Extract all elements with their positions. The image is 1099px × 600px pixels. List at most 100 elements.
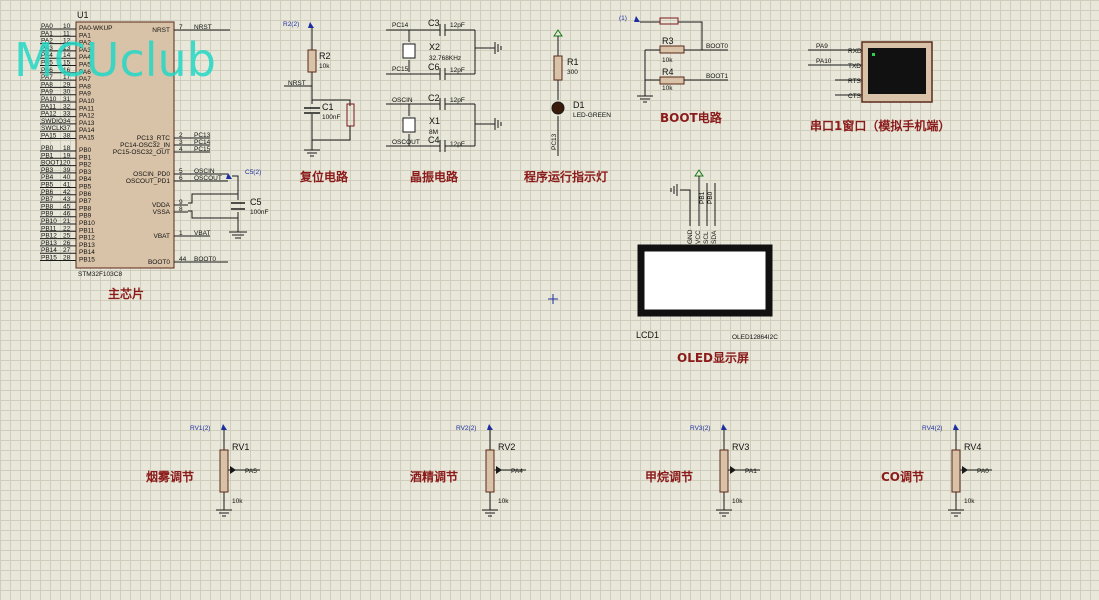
pot-body[interactable] xyxy=(719,449,729,493)
oled-screen[interactable] xyxy=(637,244,773,317)
pot-ground-icon xyxy=(948,509,964,517)
mcu-pin-net: PA0 xyxy=(41,23,53,30)
pot-title: 酒精调节 xyxy=(410,469,458,484)
pot-net: PA1 xyxy=(745,468,757,475)
reset-button[interactable] xyxy=(346,103,355,127)
pot-body[interactable] xyxy=(219,449,229,493)
reset-wires-bottom xyxy=(311,114,351,150)
r2-resistor[interactable] xyxy=(307,49,317,73)
c5-probe-icon xyxy=(226,173,232,179)
x2-crystal[interactable] xyxy=(402,43,416,59)
r1-resistor[interactable] xyxy=(553,55,563,81)
mcu-title: 主芯片 xyxy=(108,286,144,301)
pot-probe: RV2(2) xyxy=(456,425,476,432)
reset-circuit[interactable]: R2(2) R2 10k NRST C1 100nF 复位电路 xyxy=(283,21,355,184)
mcu-pin-number: 4 xyxy=(179,146,183,153)
mcu-pin-number: 31 xyxy=(63,96,71,103)
pot-ground-icon xyxy=(716,509,732,517)
mcu-pin-name: PB1 xyxy=(79,154,92,161)
mcu-pin-net: PA6 xyxy=(41,67,53,74)
d1-led[interactable] xyxy=(551,101,565,115)
mcu-pin-net: OSCOUT xyxy=(194,175,222,182)
mcu-pin-number: 21 xyxy=(63,218,71,225)
pot-ref: RV3 xyxy=(732,442,749,452)
c4-ref: C4 xyxy=(428,135,440,145)
uart-pin-label: CTS xyxy=(848,93,862,100)
mcu-pin-name: PA10 xyxy=(79,98,95,105)
r4-resistor[interactable] xyxy=(659,76,685,85)
mcu-pin-net: PC14 xyxy=(194,139,211,146)
mcu-pin-number: 29 xyxy=(63,81,71,88)
mcu-pin-number: 9 xyxy=(179,199,183,206)
pot-probe: RV4(2) xyxy=(922,425,942,432)
mcu-pin-net: PB13 xyxy=(41,240,57,247)
pot-body[interactable] xyxy=(951,449,961,493)
oled-vcc-icon xyxy=(694,169,704,177)
boot-switch[interactable] xyxy=(659,17,679,25)
c1-value: 100nF xyxy=(322,114,340,121)
mcu-pin-name: NRST xyxy=(152,27,170,34)
mcu-pin-name: PB7 xyxy=(79,198,92,205)
c6-wires xyxy=(386,48,476,80)
mcu-pin-number: 17 xyxy=(63,74,71,81)
led-circuit[interactable]: R1 300 D1 LED-GREEN PC13 程序运行指示灯 xyxy=(524,29,611,184)
mcu-pin-net: PB3 xyxy=(41,167,54,174)
crystal-title: 晶振电路 xyxy=(410,169,459,184)
mcu-pin-name: BOOT0 xyxy=(148,259,170,266)
boot-net-1: BOOT1 xyxy=(706,73,728,80)
mcu-pin-net: PA12 xyxy=(41,111,57,118)
pot-body[interactable] xyxy=(485,449,495,493)
r2-value: 10k xyxy=(319,63,330,70)
watermark-logo: MCUclub xyxy=(14,33,216,87)
c2-value: 12pF xyxy=(450,97,465,104)
pot-value: 10k xyxy=(232,498,243,505)
r3-resistor[interactable] xyxy=(659,45,685,54)
mcu-pin-name: PC14-OSC32_IN xyxy=(120,142,170,149)
oled-wires xyxy=(680,176,716,226)
x1-crystal[interactable] xyxy=(402,117,416,133)
mcu-pin-name: OSCOUT_PD1 xyxy=(126,178,170,185)
reset-wires xyxy=(284,28,351,106)
c5-ground-icon xyxy=(229,231,247,239)
oled-net-2: PB0 xyxy=(707,191,714,204)
mcu-body[interactable] xyxy=(75,21,175,269)
boot-net-0: BOOT0 xyxy=(706,43,728,50)
crosshair-icon xyxy=(548,294,558,304)
pot-ref: RV2 xyxy=(498,442,515,452)
pot-title: 烟雾调节 xyxy=(146,469,194,484)
pot-net: PA4 xyxy=(511,468,523,475)
mcu-pin-net: PA4 xyxy=(41,52,53,59)
mcu-pin-name: PB15 xyxy=(79,257,95,264)
r3-value: 10k xyxy=(662,57,673,64)
pot-wires xyxy=(222,430,260,510)
mcu-pin-net: BOOT1 xyxy=(41,160,63,167)
mcu-pin-number: 13 xyxy=(63,45,71,52)
mcu-pin-number: 30 xyxy=(63,89,71,96)
mcu-pin-net: PB1 xyxy=(41,152,54,159)
d1-value: LED-GREEN xyxy=(573,112,611,119)
mcu-pin-name: PA11 xyxy=(79,105,94,112)
mcu-pin-net: SWDIO xyxy=(41,118,63,125)
c5-value: 100nF xyxy=(250,209,268,216)
mcu-pin-name: VDDA xyxy=(152,202,171,209)
c2-ref: C2 xyxy=(428,93,440,103)
x1-ref: X1 xyxy=(429,116,440,126)
pot-wires xyxy=(488,430,526,510)
oled-pin-label: SCL xyxy=(703,231,710,244)
mcu-pin-number: 39 xyxy=(63,167,71,174)
crystal-circuit[interactable]: C3 12pF PC14 X2 32.768KHz C6 12pF PC15 C… xyxy=(386,18,502,184)
mcu-pin-name: PA9 xyxy=(79,91,91,98)
boot-circuit[interactable]: (1) R3 10k R4 10k BOOT0 BOOT1 BOOT电路 xyxy=(619,15,728,125)
mcu-pin-number: 15 xyxy=(63,60,71,67)
mcu-pin-number: 6 xyxy=(179,175,183,182)
mcu-pin-net: PB9 xyxy=(41,211,54,218)
mcu-pin-name: PB10 xyxy=(79,220,95,227)
